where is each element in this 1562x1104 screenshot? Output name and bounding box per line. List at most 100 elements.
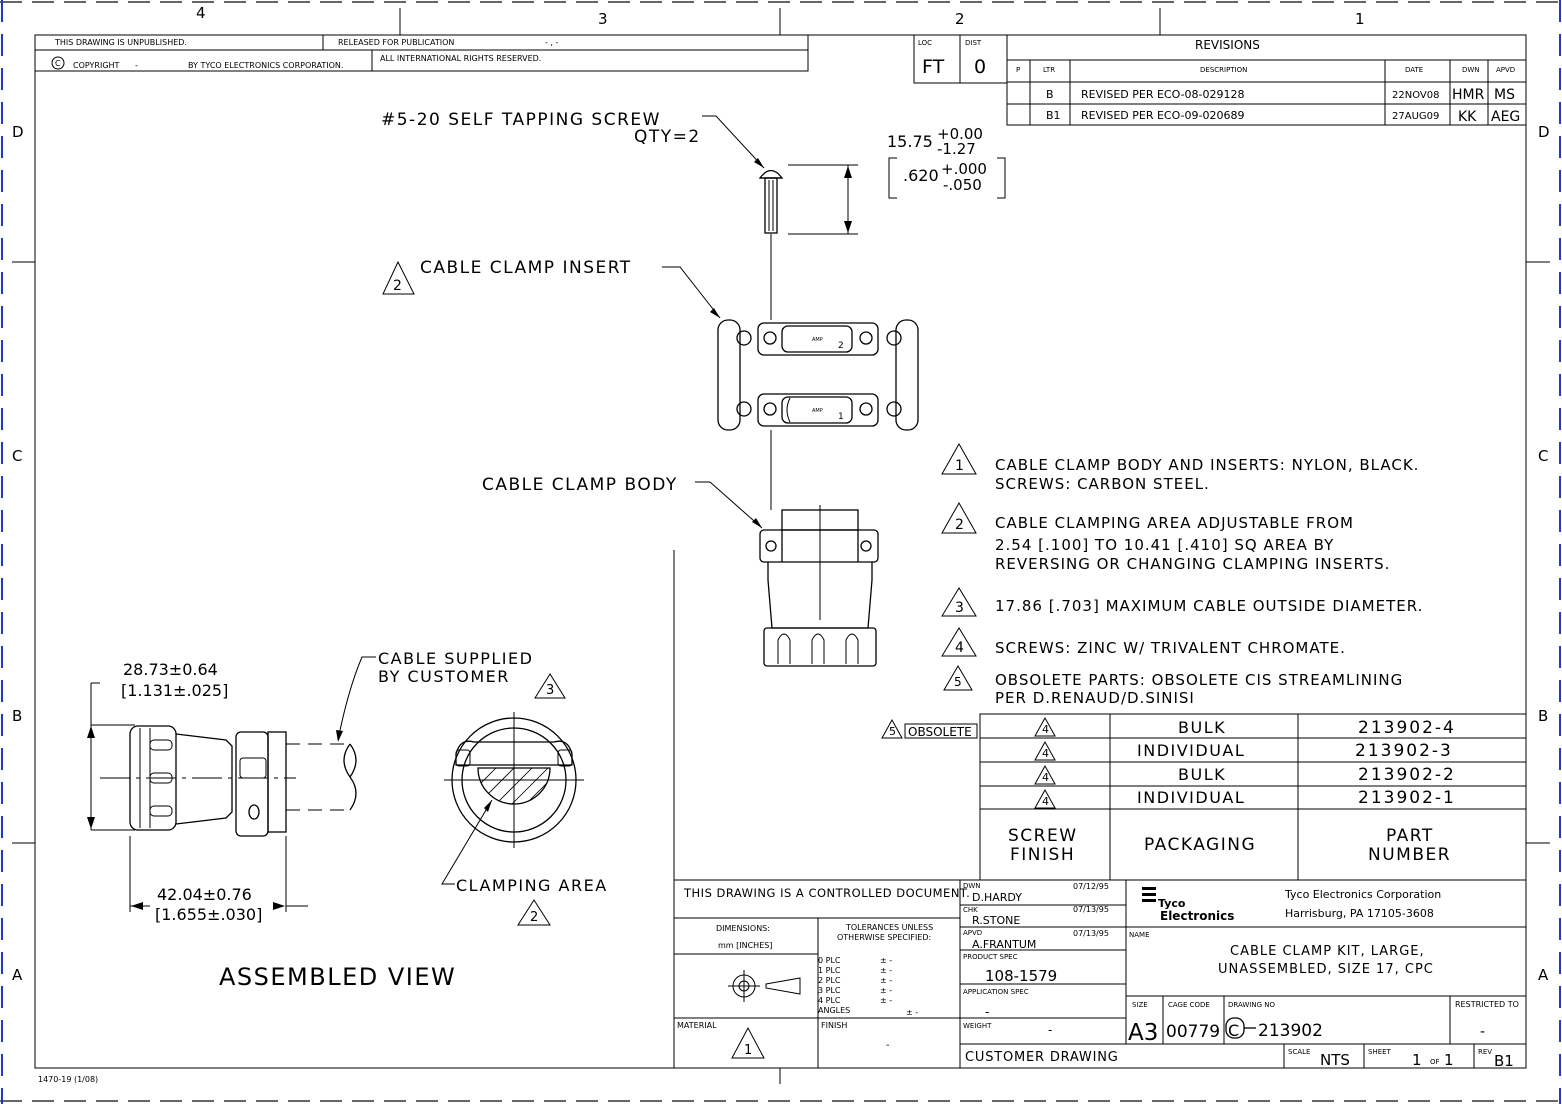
controlled-document: THIS DRAWING IS A CONTROLLED DOCUMENT. — [683, 886, 970, 900]
cable-flag: 3 — [546, 683, 554, 698]
tol-1-label: 1 PLC — [818, 966, 841, 975]
release-date: - , - — [545, 38, 559, 47]
rev-value: B1 — [1494, 1052, 1514, 1070]
finish-label: FINISH — [821, 1021, 847, 1030]
logo-tyco: Tyco — [1158, 897, 1186, 910]
finish-value: - — [886, 1040, 890, 1051]
tol-2-label: 2 PLC — [818, 976, 841, 985]
released-text: RELEASED FOR PUBLICATION — [338, 38, 454, 47]
dimensions-units: mm [INCHES] — [718, 941, 772, 950]
size-label: SIZE — [1132, 1001, 1148, 1009]
sheet-of: OF — [1430, 1058, 1440, 1066]
rev-header-apvd: APVD — [1496, 66, 1515, 74]
dist-value: 0 — [974, 56, 986, 78]
insert-number-top: 2 — [838, 341, 844, 351]
product-spec-value: 108-1579 — [985, 967, 1057, 985]
rev-row-1-date: 22NOV08 — [1392, 90, 1439, 101]
rev-row-2-dwn: KK — [1458, 109, 1477, 125]
size-value: A3 — [1128, 1020, 1158, 1046]
note-2-flag: 2 — [955, 517, 964, 533]
application-spec-value: - — [985, 1005, 989, 1019]
dim-inch-plus: +.000 — [941, 160, 987, 178]
rev-header-dwn: DWN — [1462, 66, 1480, 74]
row-1-part: 213902-4 — [1358, 718, 1456, 738]
tolerances-line-2: OTHERWISE SPECIFIED: — [837, 933, 931, 942]
tol-angles-label: ANGLES — [818, 1006, 850, 1015]
part-number-table: 5 OBSOLETE 4 BULK 213902-4 4 INDIVIDUAL … — [881, 713, 1527, 881]
dim-inch-minus: -.050 — [943, 176, 982, 194]
note-2-line-3: REVERSING OR CHANGING CLAMPING INSERTS. — [995, 555, 1390, 573]
dim-overall-inch: [1.655±.030] — [155, 905, 262, 924]
zone-left-d: D — [12, 123, 24, 141]
form-number: 1470-19 (1/08) — [38, 1075, 98, 1084]
body-label: CABLE CLAMP BODY — [482, 475, 678, 495]
revisions-table: REVISIONS P LTR DESCRIPTION DATE DWN APV… — [1006, 34, 1527, 126]
dim-metric-plus: +0.00 — [937, 125, 983, 143]
insert-brand-bottom: AMP — [812, 408, 823, 414]
note-3-line-1: 17.86 [.703] MAXIMUM CABLE OUTSIDE DIAME… — [995, 597, 1423, 615]
dim-metric-minus: -1.27 — [937, 140, 976, 158]
clamp-inserts-drawing: AMP 2 AMP 1 — [717, 319, 919, 510]
note-5-line-1: OBSOLETE PARTS: OBSOLETE CIS STREAMLININ… — [995, 671, 1403, 689]
zone-top-2: 2 — [955, 10, 965, 28]
clamp-body-drawing — [759, 505, 879, 667]
chk-name: R.STONE — [972, 914, 1020, 927]
unpublished-text: THIS DRAWING IS UNPUBLISHED. — [54, 38, 187, 47]
table-row: 4 INDIVIDUAL 213902-1 — [1034, 788, 1456, 809]
name-label: NAME — [1129, 931, 1150, 939]
company-logo: Tyco Electronics — [1142, 887, 1234, 923]
drawing-no-label: DRAWING NO — [1228, 1001, 1275, 1009]
note-1-line-2: SCREWS: CARBON STEEL. — [995, 475, 1210, 493]
row-3-finish-flag: 4 — [1042, 771, 1049, 784]
copyright-symbol-letter: C — [55, 59, 61, 68]
note-2-line-2: 2.54 [.100] TO 10.41 [.410] SQ AREA BY — [995, 536, 1334, 554]
clamping-flag: 2 — [530, 910, 538, 925]
row-4-part: 213902-1 — [1358, 788, 1456, 808]
tol-3-value: ± - — [880, 986, 892, 995]
zone-left-c: C — [12, 447, 22, 465]
loc-label: LOC — [918, 39, 932, 47]
rev-row-1-desc: REVISED PER ECO-08-029128 — [1081, 88, 1245, 101]
tol-0-value: ± - — [880, 956, 892, 965]
rev-row-1-ltr: B — [1046, 88, 1054, 101]
revisions-title: REVISIONS — [1195, 38, 1260, 52]
cage-code-label: CAGE CODE — [1168, 1001, 1210, 1009]
assembled-view: 28.73±0.64 [1.131±.025] 42.04±0.76 — [87, 649, 606, 991]
material-label: MATERIAL — [677, 1021, 717, 1030]
insert-label: CABLE CLAMP INSERT — [420, 258, 632, 278]
copyright-dash: - — [135, 61, 138, 70]
header-screw-finish-2: FINISH — [1010, 845, 1075, 865]
row-3-packaging: BULK — [1178, 765, 1226, 784]
rev-header-ltr: LTR — [1043, 66, 1055, 74]
rev-header-date: DATE — [1405, 66, 1423, 74]
note-5-flag: 5 — [954, 675, 962, 689]
note-3-flag: 3 — [955, 600, 964, 616]
restricted-label: RESTRICTED TO — [1455, 1000, 1519, 1009]
sheet-label: SHEET — [1368, 1048, 1392, 1056]
note-1-line-1: CABLE CLAMP BODY AND INSERTS: NYLON, BLA… — [995, 456, 1419, 474]
drawing-title-2: UNASSEMBLED, SIZE 17, CPC — [1218, 962, 1434, 977]
copyright-symbol — [51, 56, 65, 70]
sheet-number: 1 — [1412, 1051, 1422, 1069]
row-3-part: 213902-2 — [1358, 765, 1456, 785]
row-1-packaging: BULK — [1178, 718, 1226, 737]
dwn-label: DWN — [963, 882, 981, 890]
zone-left-b: B — [12, 707, 22, 725]
dim-inch-base: .620 — [903, 166, 939, 185]
table-row: 4 INDIVIDUAL 213902-3 — [1034, 740, 1451, 761]
cable-label-1: CABLE SUPPLIED — [378, 649, 533, 668]
cable-label-2: BY CUSTOMER — [378, 667, 510, 686]
projection-symbol — [728, 970, 801, 1002]
rev-header-description: DESCRIPTION — [1200, 66, 1247, 74]
insert-callout: 2 CABLE CLAMP INSERT — [382, 258, 721, 319]
header-part-1: PART — [1386, 826, 1434, 846]
tol-3-label: 3 PLC — [818, 986, 841, 995]
scale-label: SCALE — [1288, 1048, 1310, 1056]
title-block: THIS DRAWING IS A CONTROLLED DOCUMENT. D… — [673, 879, 1527, 1070]
company-name: Tyco Electronics Corporation — [1284, 888, 1441, 901]
dwn-date: 07/12/95 — [1073, 882, 1109, 891]
zone-right-d: D — [1538, 123, 1550, 141]
rev-row-1-apvd: MS — [1494, 87, 1515, 103]
tol-4-value: ± - — [880, 996, 892, 1005]
weight-value: - — [1048, 1023, 1052, 1037]
